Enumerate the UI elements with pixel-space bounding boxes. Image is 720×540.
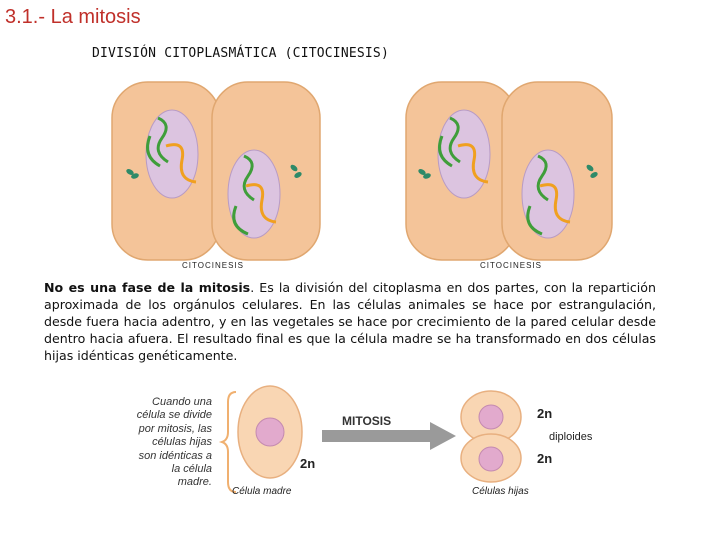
nucleus bbox=[145, 109, 199, 199]
chromosome bbox=[539, 183, 571, 224]
chromosome bbox=[146, 135, 161, 168]
nucleus bbox=[521, 149, 575, 239]
cytokinesis-figure bbox=[111, 81, 613, 261]
daughters-note: diploides bbox=[549, 431, 593, 443]
caption-left: CITOCINESIS bbox=[182, 261, 244, 270]
cytokinesis-diagram-left bbox=[111, 81, 321, 261]
caption-right: CITOCINESIS bbox=[480, 261, 542, 270]
centriole bbox=[590, 172, 598, 178]
chromosome bbox=[448, 116, 461, 164]
chromosome bbox=[536, 154, 549, 202]
mother-nucleus bbox=[255, 417, 285, 447]
arrow bbox=[322, 422, 456, 450]
centriole bbox=[290, 164, 298, 172]
page-title: 3.1.- La mitosis bbox=[5, 6, 141, 28]
chromosome bbox=[165, 143, 197, 184]
nucleus bbox=[437, 109, 491, 199]
chromosome bbox=[156, 116, 169, 164]
arrow-label: MITOSIS bbox=[342, 414, 392, 428]
mitosis-diagram bbox=[218, 385, 522, 493]
figure-subtitle: DIVISIÓN CITOPLASMÁTICA (CITOCINESIS) bbox=[92, 46, 389, 61]
body-paragraph: No es una fase de la mitosis. Es la divi… bbox=[44, 279, 656, 364]
nucleus bbox=[227, 149, 281, 239]
mitosis-note: Cuando una célula se divide por mitosis,… bbox=[136, 396, 212, 489]
chromosome bbox=[438, 135, 453, 168]
centriole bbox=[294, 172, 302, 178]
chromosome bbox=[242, 154, 255, 202]
chromosome bbox=[232, 205, 249, 236]
mother-ploidy: 2n bbox=[300, 456, 316, 471]
centriole bbox=[131, 173, 139, 179]
mother-label: Célula madre bbox=[232, 486, 292, 497]
paragraph-lead: No es una fase de la mitosis bbox=[44, 280, 251, 295]
daughter-ploidy-top: 2n bbox=[537, 406, 553, 421]
daughter-nucleus-top bbox=[478, 404, 504, 430]
brace bbox=[218, 391, 237, 493]
centriole bbox=[418, 169, 426, 175]
centriole bbox=[423, 173, 431, 179]
centriole bbox=[126, 169, 134, 175]
daughter-ploidy-bottom: 2n bbox=[537, 451, 553, 466]
daughters-label: Células hijas bbox=[472, 486, 529, 497]
cytokinesis-diagram-right bbox=[405, 81, 613, 261]
chromosome bbox=[457, 143, 489, 184]
daughter-nucleus-bottom bbox=[478, 446, 504, 472]
paragraph-rest: . Es la división del citoplasma en dos p… bbox=[44, 280, 656, 363]
chromosome bbox=[245, 183, 277, 224]
chromosome bbox=[526, 205, 543, 236]
centriole bbox=[586, 164, 594, 172]
